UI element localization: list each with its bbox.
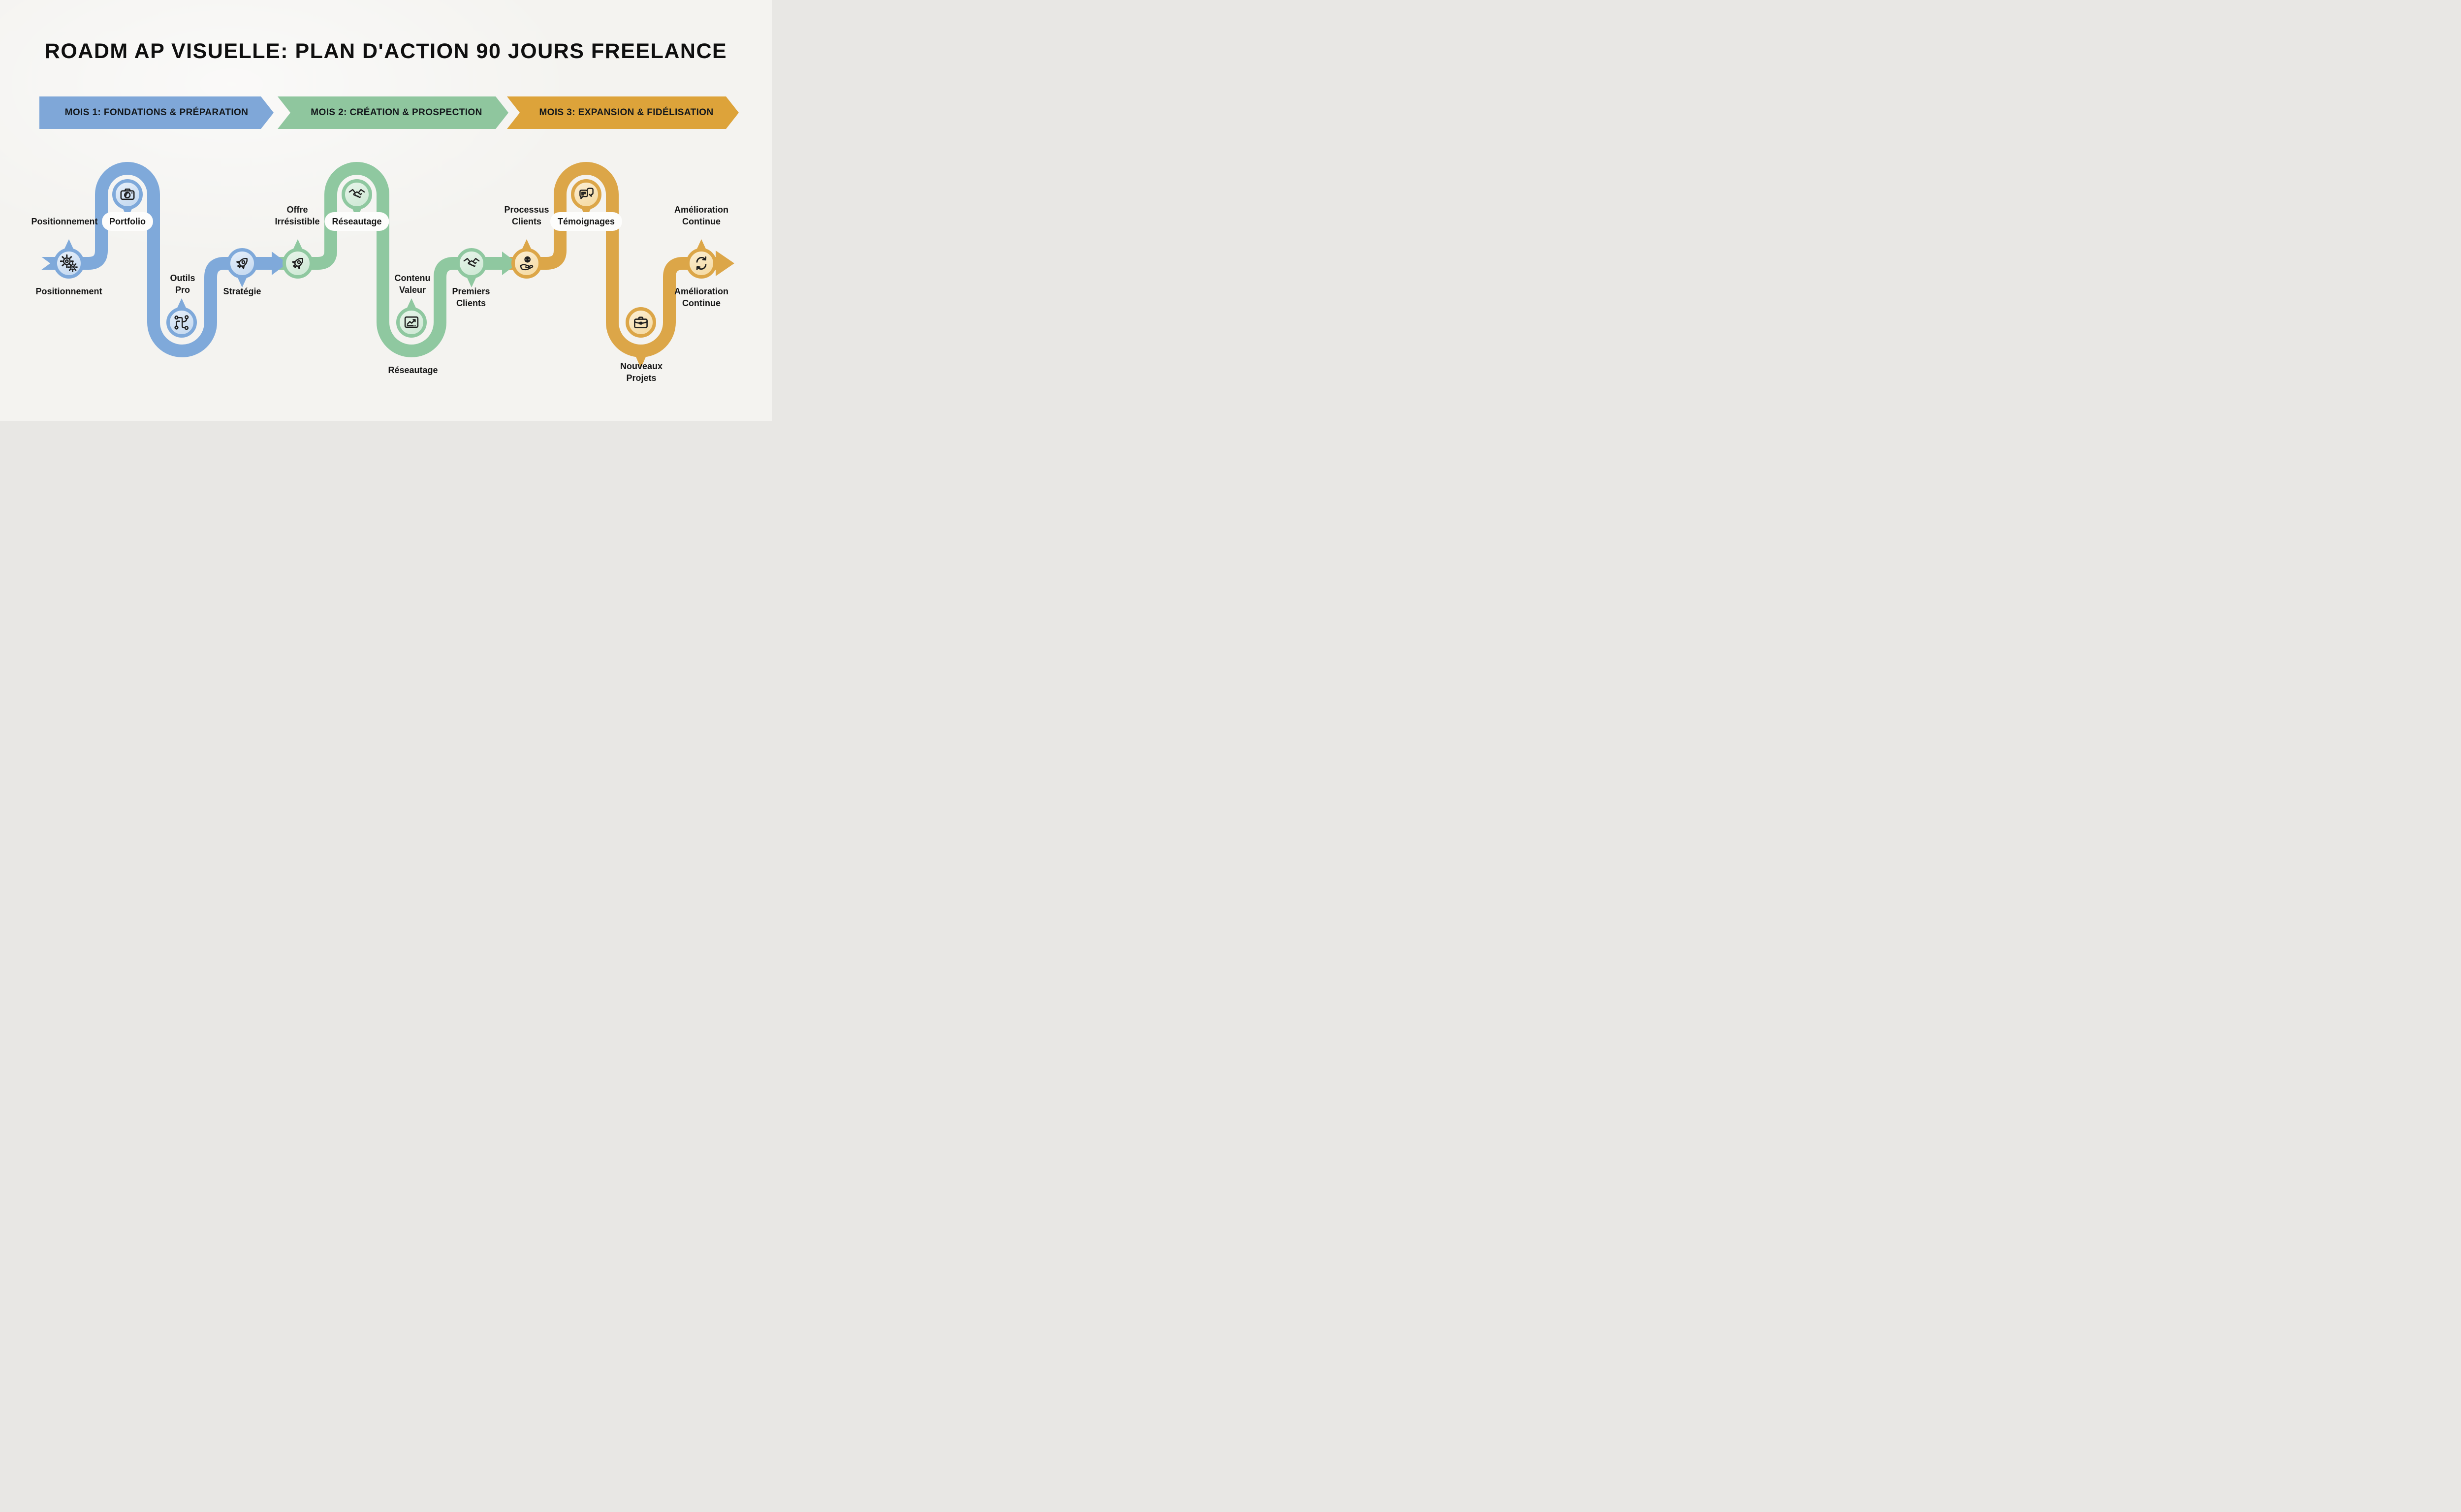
milestone-circle: [511, 248, 542, 279]
page-title: ROADM AP VISUELLE: PLAN D'ACTION 90 JOUR…: [44, 39, 727, 63]
milestone-label-above: Outils Pro: [170, 273, 195, 295]
milestone-reseautage: [342, 179, 372, 219]
phase-banner-label: MOIS 2: CRÉATION & PROSPECTION: [311, 107, 482, 118]
path-start-notch: [41, 256, 50, 270]
milestone-circle: [686, 248, 717, 279]
milestone-label-above: Offre Irrésistible: [275, 205, 320, 226]
milestone-amelioration-continue: [686, 239, 717, 279]
gears-icon: [60, 254, 78, 272]
milestone-label-below: Stratégie: [223, 286, 261, 296]
phase-banner-mois-1: MOIS 1: FONDATIONS & PRÉPARATION: [39, 96, 274, 129]
workflow-icon: [174, 315, 189, 330]
milestone-circle: [54, 248, 84, 279]
milestone-label-below: Positionnement: [35, 286, 102, 296]
milestone-circle: [571, 179, 601, 210]
milestone-offre-irresistible: [283, 239, 313, 279]
milestone-strategie: [227, 248, 257, 287]
milestone-processus-clients: [511, 239, 542, 279]
milestone-premiers-clients: [456, 248, 487, 287]
milestone-label-below: Amélioration Continue: [674, 286, 729, 308]
milestone-label-below: Premiers Clients: [452, 286, 490, 308]
rocket-icon: [291, 257, 304, 270]
milestone-label-above: Positionnement: [31, 217, 98, 226]
milestone-circle: [456, 248, 487, 279]
handshake-icon: [463, 258, 480, 267]
arrow-mois2-to-mois3: [502, 252, 518, 275]
milestone-positionnement: [54, 239, 84, 279]
milestone-circle: [342, 179, 372, 210]
milestone-temoignages: [571, 179, 601, 219]
briefcase-icon: [634, 316, 648, 328]
roadmap-path: [41, 162, 734, 368]
milestone-label-above: Contenu Valeur: [394, 273, 431, 295]
milestone-circle: [112, 179, 143, 210]
milestone-portfolio: [112, 179, 143, 219]
camera-icon: [120, 189, 135, 200]
path-end-arrow: [716, 251, 734, 276]
milestone-nouveaux-projets: [626, 307, 656, 338]
phase-banner-label: MOIS 3: EXPANSION & FIDÉLISATION: [539, 107, 714, 118]
milestone-contenu-valeur: [396, 298, 427, 338]
milestone-label-above: Amélioration Continue: [674, 205, 729, 226]
roadmap-infographic: ROADM AP VISUELLE: PLAN D'ACTION 90 JOUR…: [0, 0, 772, 421]
line-chart-icon: [404, 316, 419, 328]
milestone-label-below: Nouveaux Projets: [620, 361, 663, 383]
rocket-icon: [236, 257, 248, 270]
path-segment-mois-3: [508, 162, 718, 357]
milestone-label-above: Processus Clients: [504, 205, 549, 226]
milestone-label-below: Réseautage: [325, 213, 388, 230]
phase-banner-label: MOIS 1: FONDATIONS & PRÉPARATION: [64, 107, 249, 118]
hand-coin-icon: [520, 256, 534, 271]
milestone-circle: [166, 307, 197, 338]
path-segment-mois-1: [41, 162, 273, 357]
handshake-icon: [348, 189, 365, 198]
milestone-label-below: Portfolio: [103, 213, 152, 230]
milestone-label-below: Réseautage: [388, 365, 438, 375]
phase-banner-mois-3: MOIS 3: EXPANSION & FIDÉLISATION: [507, 96, 739, 129]
milestone-outils-pro: [166, 298, 197, 338]
milestone-circle: [283, 248, 313, 279]
chat-bubbles-icon: [579, 188, 594, 199]
path-segment-mois-2: [279, 162, 507, 357]
arrow-mois1-to-mois2: [272, 252, 287, 275]
refresh-icon: [696, 256, 707, 270]
milestone-circle: [626, 307, 656, 338]
nouveaux-projets-pin-tail: [634, 352, 648, 368]
phase-banner-mois-2: MOIS 2: CRÉATION & PROSPECTION: [278, 96, 508, 129]
milestone-circle: [227, 248, 257, 279]
milestone-label-below: Témoignages: [551, 213, 622, 230]
milestone-circle: [396, 307, 427, 338]
